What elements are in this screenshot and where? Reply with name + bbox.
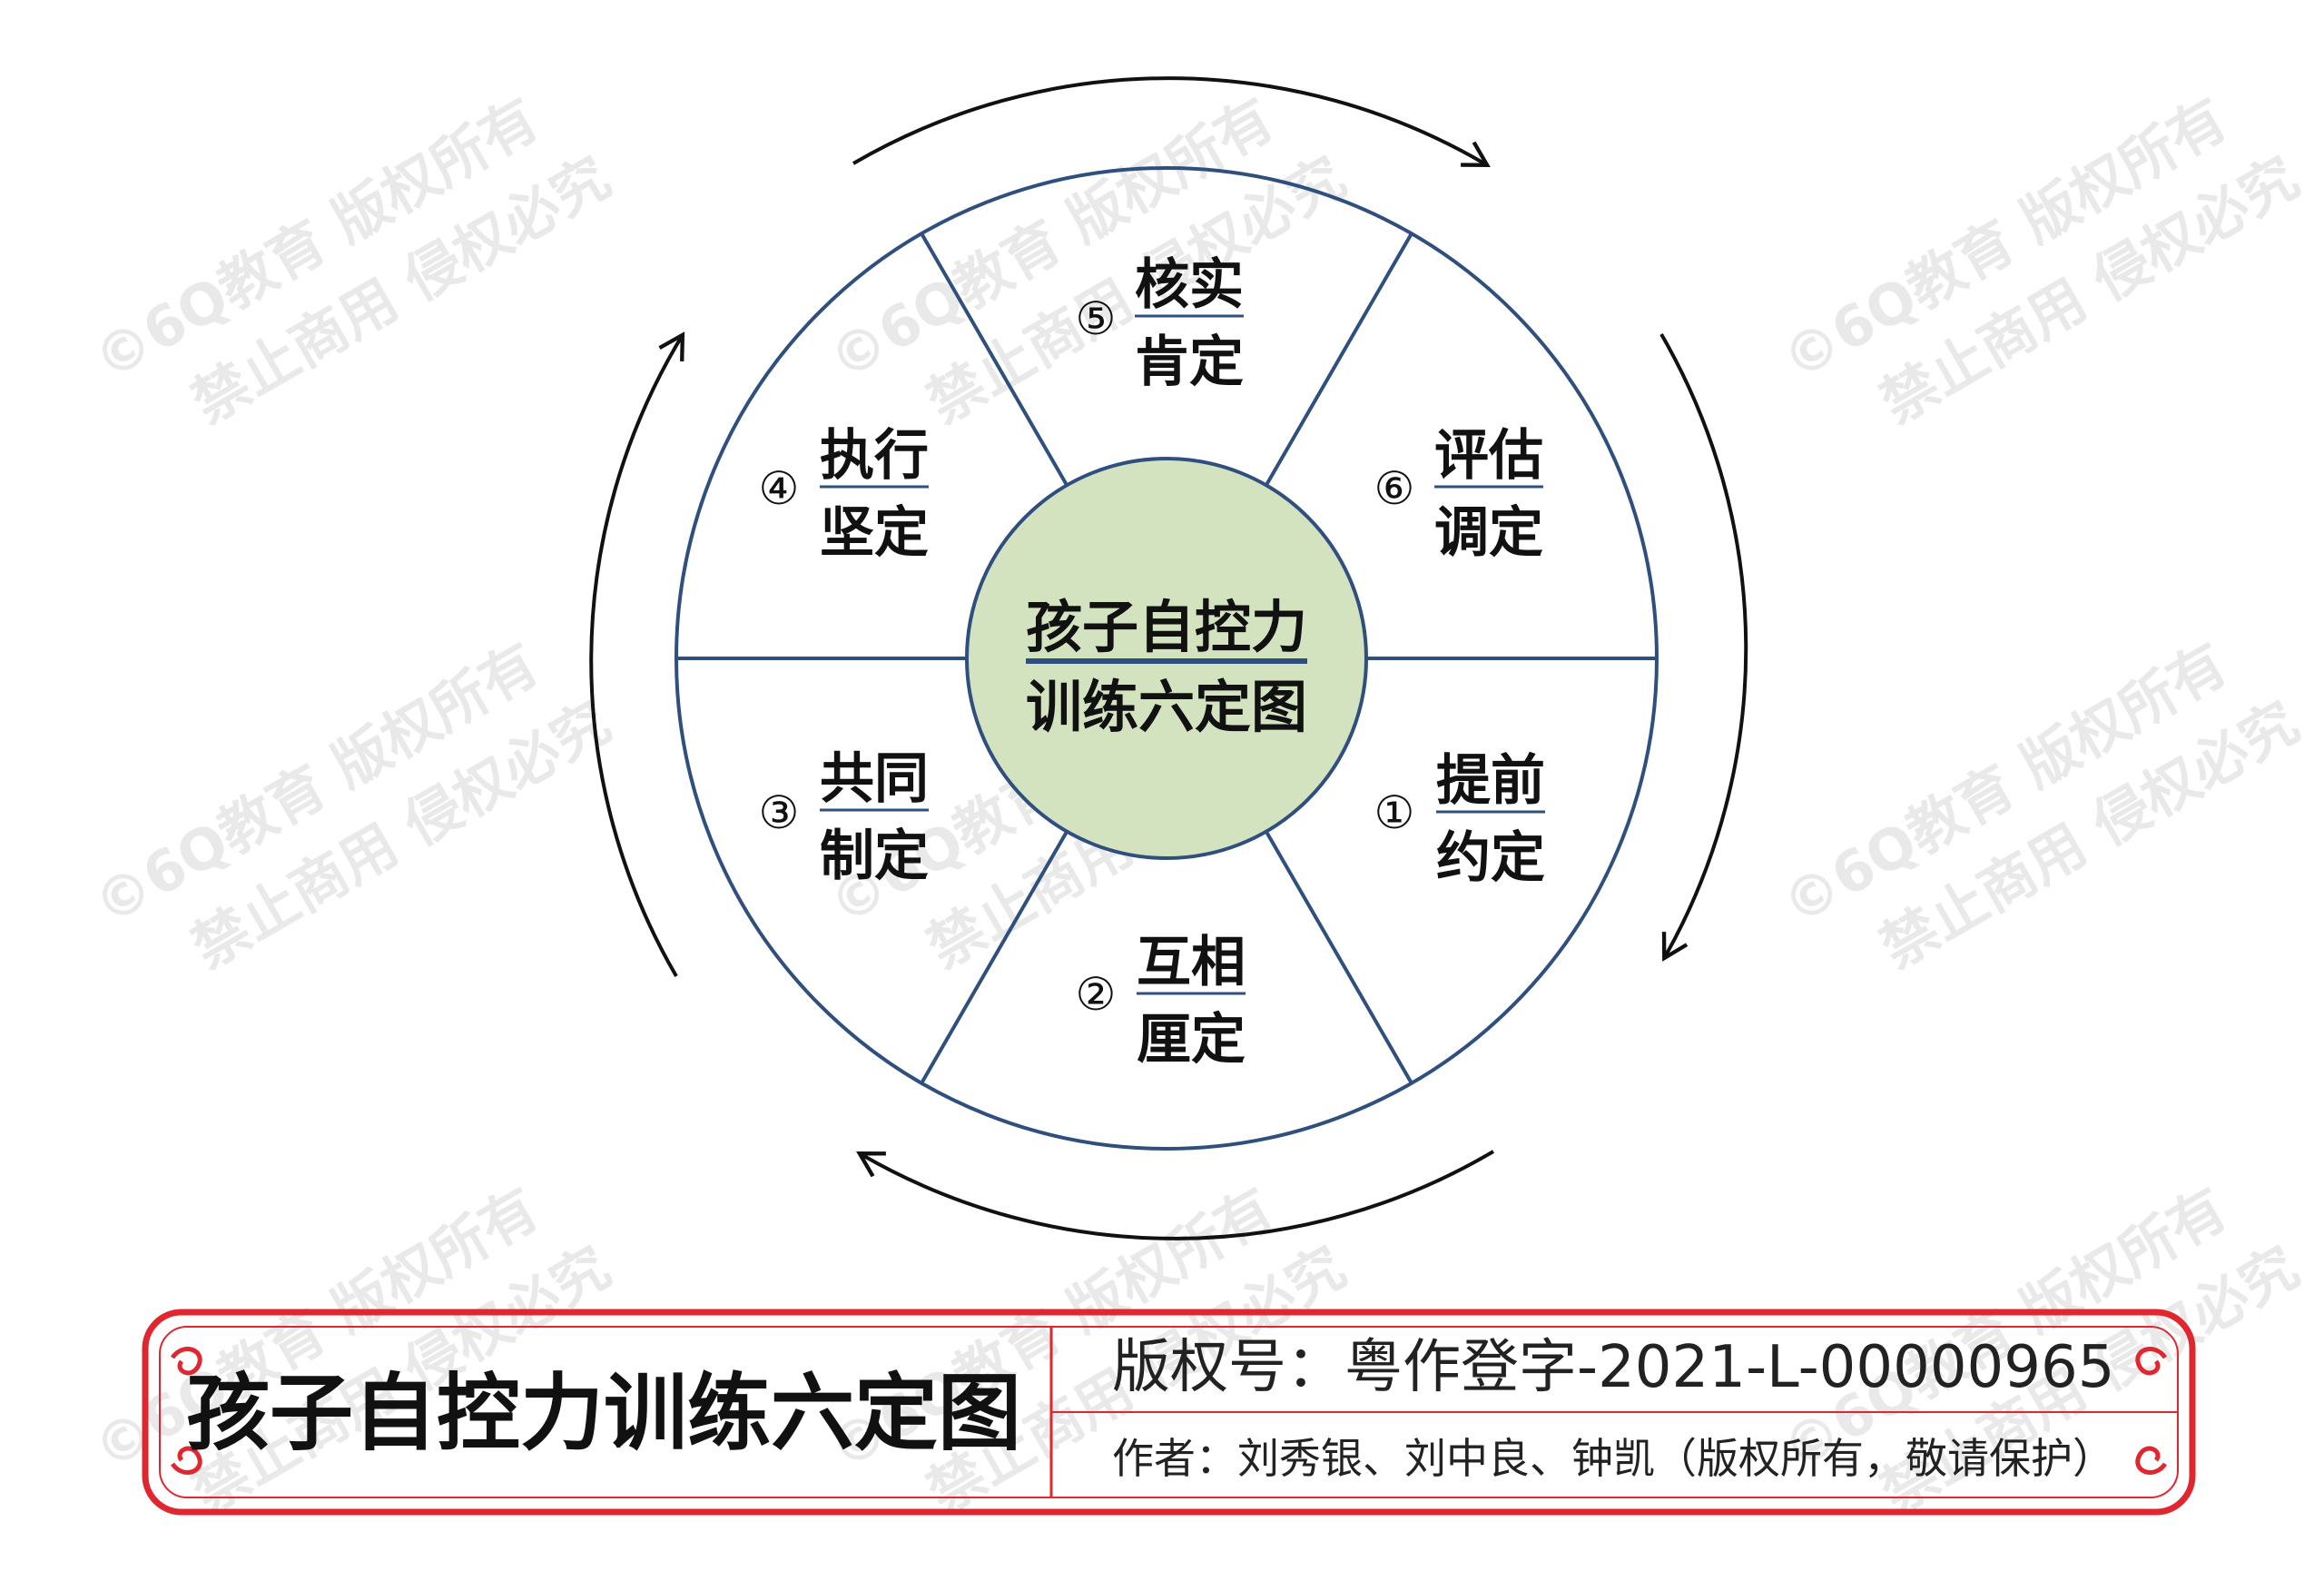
segment-1-number: ① <box>1374 786 1415 839</box>
segment-1: ① 提前 约定 <box>1374 749 1545 890</box>
segment-6-bottom: 调定 <box>1434 501 1543 565</box>
segment-3-bottom: 制定 <box>820 825 929 888</box>
ornament-icon <box>170 1347 2168 1475</box>
segment-6-top: 评估 <box>1434 424 1543 488</box>
center-title-line1: 孩子自控力 <box>1026 594 1307 660</box>
segment-5-number: ⑤ <box>1076 292 1117 345</box>
segment-3: ③ 共同 制定 <box>759 747 929 888</box>
segment-2-top: 互相 <box>1137 931 1246 994</box>
authors-line: 作者：刘秀银、刘中良、钟凯（版权所有，敬请保护） <box>1112 1434 2114 1483</box>
segment-6-number: ⑥ <box>1374 462 1415 515</box>
segment-2-bottom: 厘定 <box>1137 1008 1246 1072</box>
segment-6: ⑥ 评估 调定 <box>1374 424 1543 565</box>
arrow-right <box>1659 332 1748 962</box>
segment-4-top: 执行 <box>820 424 929 488</box>
segment-5-top: 核实 <box>1135 253 1244 317</box>
segment-3-top: 共同 <box>820 747 929 811</box>
footer-panel: 孩子自控力训练六定图 版权号：粤作登字-2021-L-00000965 作者：刘… <box>142 1309 2196 1516</box>
segment-1-bottom: 约定 <box>1436 826 1545 890</box>
segment-5-bottom: 肯定 <box>1135 331 1244 394</box>
divider-lower-left <box>920 830 1068 1085</box>
segment-4-bottom: 坚定 <box>820 501 929 565</box>
divider-upper-right <box>1265 232 1413 487</box>
footer-frame-outer <box>142 1309 2196 1516</box>
divider-lower-right <box>1265 830 1413 1085</box>
segment-3-number: ③ <box>759 786 800 839</box>
registration-number: 版权号：粤作登字-2021-L-00000965 <box>1112 1334 2114 1401</box>
arrow-bottom <box>856 1150 1495 1240</box>
segment-1-top: 提前 <box>1436 749 1545 813</box>
center-title-line2: 训练六定图 <box>1026 674 1307 740</box>
segment-4-number: ④ <box>759 462 800 515</box>
divider-upper-left <box>920 232 1068 487</box>
footer-title: 孩子自控力训练六定图 <box>186 1365 1021 1462</box>
segment-4: ④ 执行 坚定 <box>759 424 929 565</box>
center-label: 孩子自控力 训练六定图 <box>1026 594 1307 740</box>
segment-2-number: ② <box>1076 968 1117 1021</box>
arrow-top <box>852 76 1491 168</box>
segment-5: ⑤ 核实 肯定 <box>1076 253 1244 394</box>
arrow-left <box>589 331 685 978</box>
cycle-arrows <box>589 76 1748 1240</box>
segment-2: ② 互相 厘定 <box>1076 931 1246 1072</box>
